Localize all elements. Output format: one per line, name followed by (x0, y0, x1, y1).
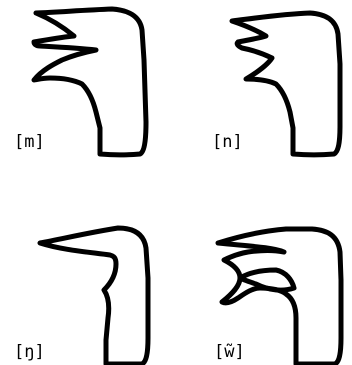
vocal-tract-outline-n (232, 13, 340, 155)
panel-w-nasal: [w̃] (214, 229, 341, 364)
label-ng: [ŋ] (14, 342, 45, 362)
label-n: [n] (212, 132, 243, 152)
velar-closure-w-nasal (240, 270, 294, 290)
label-m: [m] (14, 132, 45, 152)
vocal-tract-outline-m (34, 9, 146, 155)
label-w-nasal: [w̃] (214, 342, 245, 362)
panel-m: [m] (14, 9, 146, 155)
panel-n: [n] (212, 13, 340, 155)
panel-ng: [ŋ] (14, 228, 148, 364)
vocal-tract-outline-ng (40, 228, 148, 364)
